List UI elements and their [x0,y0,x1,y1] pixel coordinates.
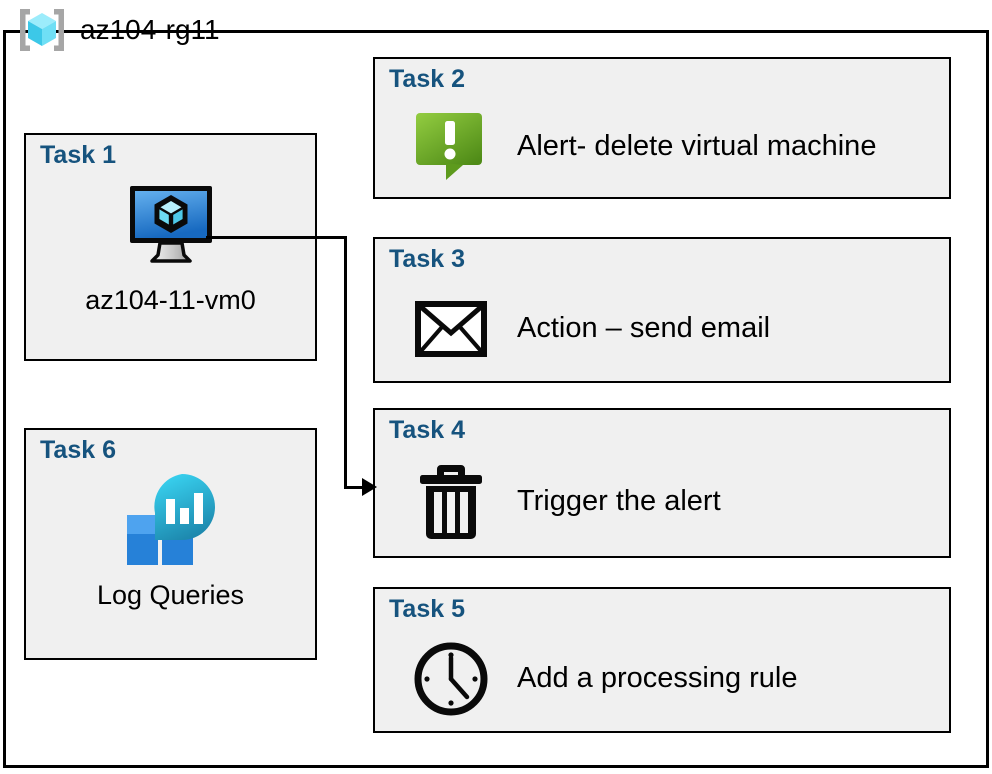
task6-caption: Log Queries [96,580,245,610]
task3-box[interactable]: Task 3 Action – send email [373,237,951,383]
task5-caption: Add a processing rule [517,662,798,695]
task2-caption: Alert- delete virtual machine [517,130,877,163]
task4-box[interactable]: Task 4 Trigger the alert [373,408,951,558]
frame-label-gap [22,55,292,73]
task6-title: Task 6 [40,436,116,464]
connector-arrowhead-icon [362,478,377,496]
task5-box[interactable]: Task 5 Add a processing rule [373,587,951,733]
task3-caption: Action – send email [517,312,771,345]
virtual-machine-icon [126,179,216,271]
task2-box[interactable]: Task 2 [373,57,951,199]
task1-box[interactable]: Task 1 [24,133,317,361]
task4-title: Task 4 [389,416,465,444]
task4-caption: Trigger the alert [517,485,721,518]
connector-segment-vertical [344,236,347,487]
task1-caption: az104-11-vm0 [85,285,256,315]
connector-segment-horizontal-bottom [344,486,368,489]
resource-group-frame [3,30,989,768]
task6-box[interactable]: Task 6 [24,428,317,660]
resource-group-header: az104-rg11 [14,3,220,57]
clock-icon [413,641,489,717]
task3-title: Task 3 [389,245,465,273]
task5-title: Task 5 [389,595,465,623]
alert-exclamation-bubble-icon [413,109,489,185]
task2-title: Task 2 [389,65,465,93]
task1-title: Task 1 [40,141,116,169]
azure-resource-group-icon [14,5,70,55]
connector-segment-horizontal-top [206,236,347,239]
log-analytics-icon [119,474,223,566]
trash-can-icon [413,464,489,540]
resource-group-name: az104-rg11 [80,14,220,45]
envelope-icon [413,291,489,367]
